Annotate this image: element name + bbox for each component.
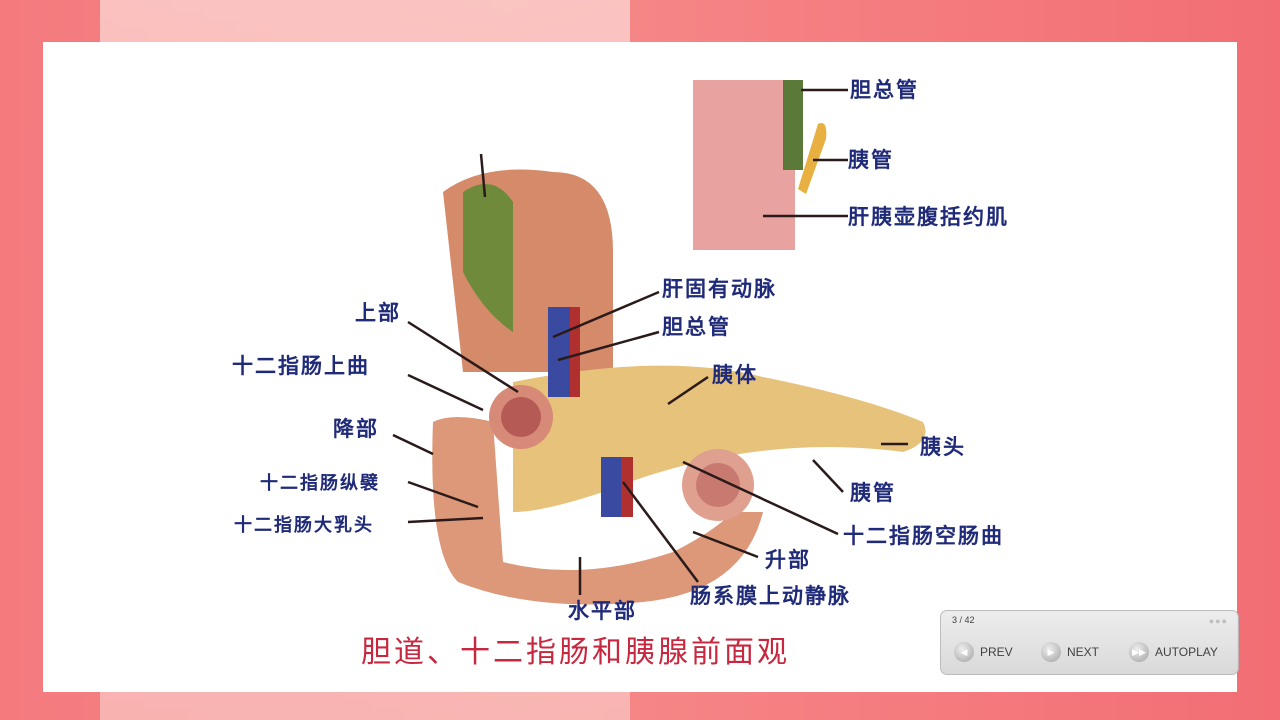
autoplay-button[interactable]: ▶▶ AUTOPLAY — [1129, 642, 1218, 662]
slide-title: 胆道、十二指肠和胰腺前面观 — [361, 635, 790, 670]
label-pancreatic-duct: 胰管 — [850, 481, 896, 505]
label-descending-part: 降部 — [333, 417, 379, 441]
label-pancreas-head: 胰头 — [920, 435, 966, 459]
label-sphincter: 肝胰壶腹括约肌 — [848, 205, 1009, 229]
label-major-papilla: 十二指肠大乳头 — [234, 515, 374, 536]
prev-label: PREV — [980, 645, 1013, 659]
next-icon: ▶ — [1041, 642, 1061, 662]
anatomy-illustration — [392, 80, 926, 605]
label-horizontal-part: 水平部 — [568, 599, 637, 623]
label-hepatic-artery: 肝固有动脉 — [662, 277, 777, 301]
label-common-bile-duct-inset: 胆总管 — [850, 78, 919, 102]
slide: 胆总管 胰管 肝胰壶腹括约肌 肝固有动脉 胆总管 胰体 胰头 胰管 十二指肠空肠… — [43, 42, 1237, 692]
autoplay-icon: ▶▶ — [1129, 642, 1149, 662]
label-superior-flexure: 十二指肠上曲 — [232, 354, 370, 378]
prev-button[interactable]: ◀ PREV — [954, 642, 1013, 662]
label-superior-part: 上部 — [355, 301, 401, 325]
drag-handle[interactable]: ●●● — [1208, 616, 1228, 626]
label-ascending-part: 升部 — [765, 548, 811, 572]
label-mesenteric-vessels: 肠系膜上动静脉 — [690, 584, 851, 608]
label-pancreatic-duct-inset: 胰管 — [848, 148, 894, 172]
label-common-bile-duct: 胆总管 — [662, 315, 731, 339]
next-button[interactable]: ▶ NEXT — [1041, 642, 1099, 662]
slide-counter: 3 / 42 — [952, 615, 975, 625]
label-longitudinal-fold: 十二指肠纵襞 — [260, 473, 380, 494]
autoplay-label: AUTOPLAY — [1155, 645, 1218, 659]
label-duodenojejunal-flexure: 十二指肠空肠曲 — [843, 524, 1004, 548]
next-label: NEXT — [1067, 645, 1100, 659]
slideshow-controls: 3 / 42 ●●● ◀ PREV ▶ NEXT ▶▶ AUTOPLAY — [940, 610, 1239, 675]
prev-icon: ◀ — [954, 642, 974, 662]
label-pancreas-body: 胰体 — [712, 363, 758, 387]
